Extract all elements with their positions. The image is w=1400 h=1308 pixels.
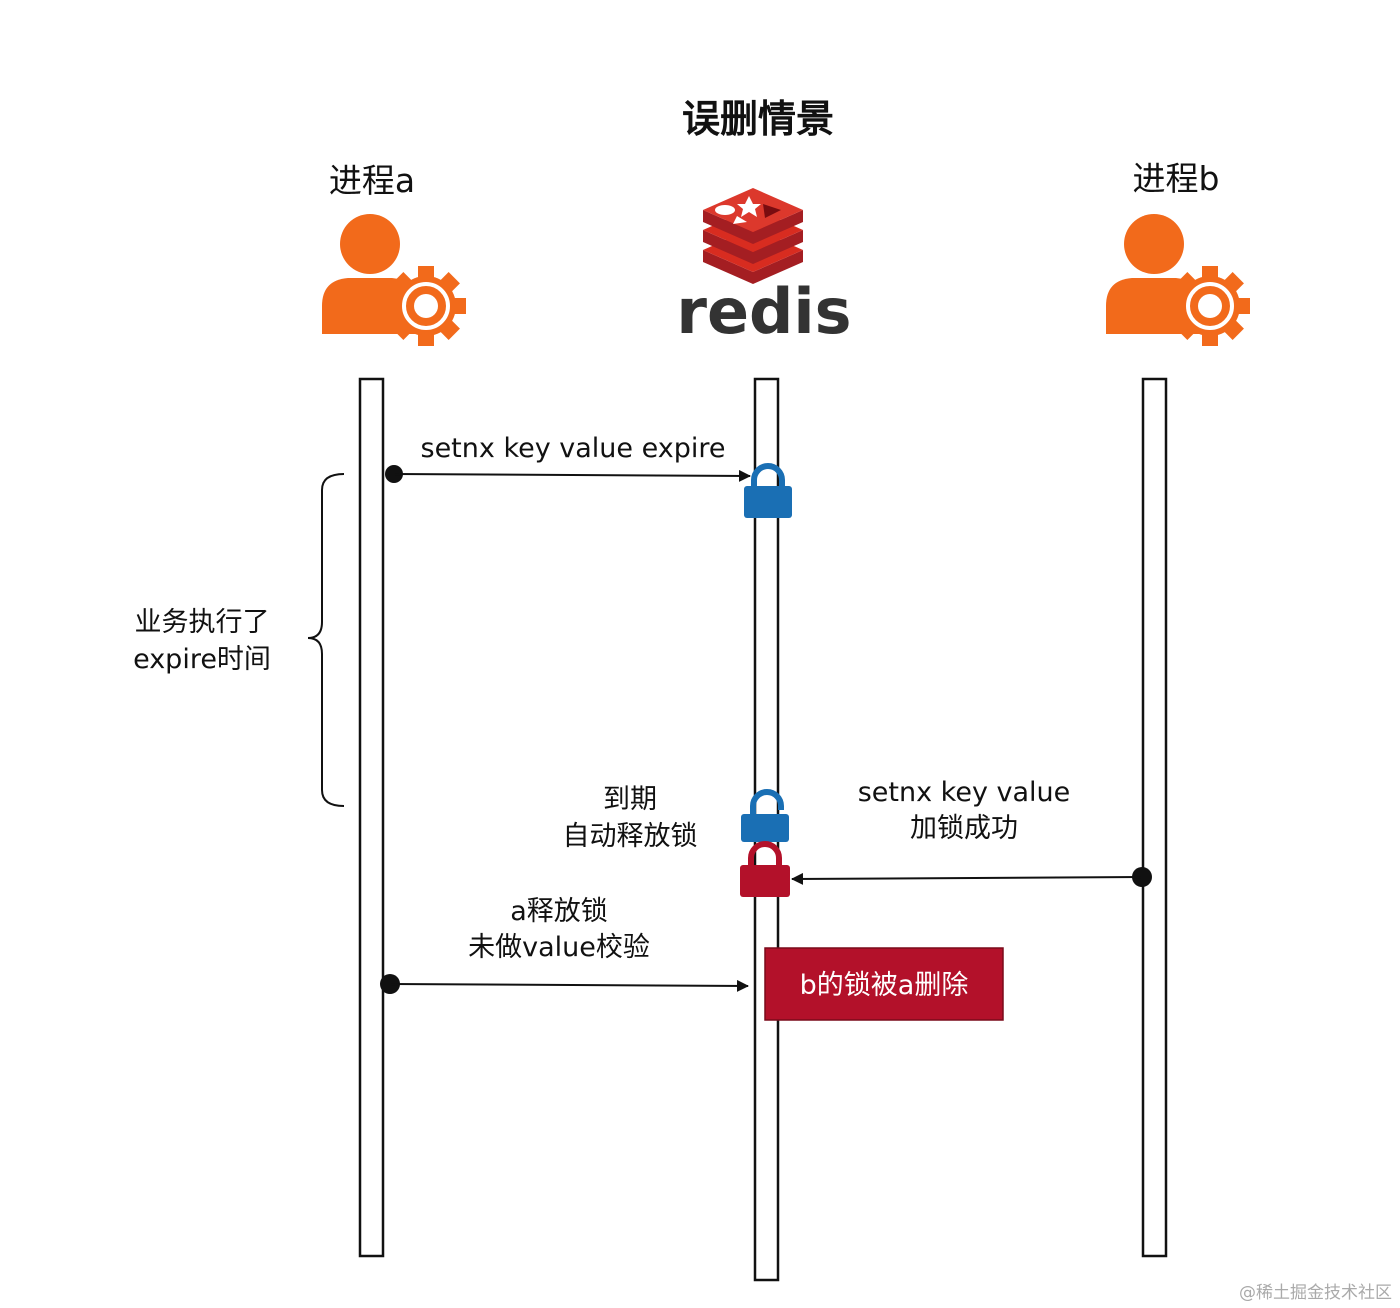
duration-brace xyxy=(307,473,345,807)
annotation-expire-line1: 到期 xyxy=(603,784,657,815)
annotation-business-line1: 业务执行了 xyxy=(135,607,270,638)
actor-label-process-b: 进程b xyxy=(1133,159,1220,198)
diagram-title: 误删情景 xyxy=(682,97,834,141)
note-box: b的锁被a删除 xyxy=(764,947,1004,1021)
message-arrow-b-setnx xyxy=(791,867,1152,887)
actor-label-redis: redis xyxy=(676,275,851,348)
annotation-business-line2: expire时间 xyxy=(133,644,271,675)
message-label-b-setnx-line1: setnx key value xyxy=(858,777,1071,808)
message-label-a-setnx: setnx key value expire xyxy=(421,433,726,464)
lock-open-icon xyxy=(741,789,789,842)
watermark: @稀土掘金技术社区 xyxy=(1239,1283,1392,1303)
message-label-a-release-line1: a释放锁 xyxy=(510,896,608,927)
annotation-expire-line2: 自动释放锁 xyxy=(563,821,698,852)
lifeline-process-b xyxy=(1141,377,1168,1258)
message-arrow-a-release xyxy=(380,974,749,994)
lock-closed-icon xyxy=(744,463,792,518)
message-label-a-release-line2: 未做value校验 xyxy=(468,932,650,963)
user-gear-icon xyxy=(1106,214,1250,346)
user-gear-icon xyxy=(322,214,466,346)
note-text: b的锁被a删除 xyxy=(800,970,969,1001)
message-arrow-a-setnx xyxy=(385,465,751,483)
redis-logo-icon xyxy=(703,188,803,284)
actor-label-process-a: 进程a xyxy=(329,161,415,200)
lifeline-process-a xyxy=(358,377,385,1258)
lock-closed-icon xyxy=(740,841,790,897)
message-label-b-setnx-line2: 加锁成功 xyxy=(910,813,1018,844)
